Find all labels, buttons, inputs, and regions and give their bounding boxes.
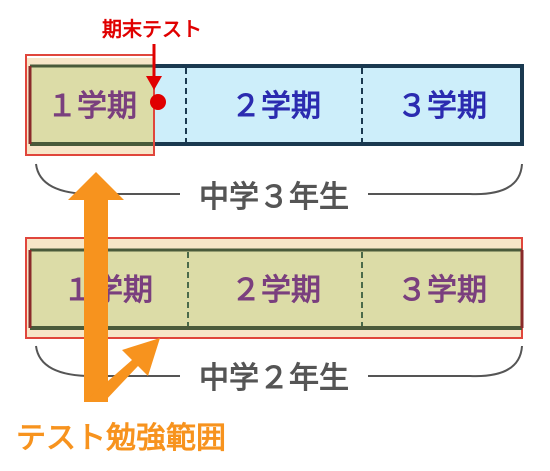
top-term-1-cell — [30, 66, 154, 144]
exam-pointer-arrowhead — [146, 76, 162, 90]
top-term-2-label: ２学期 — [231, 89, 321, 124]
top-term-2-cell — [154, 66, 362, 144]
top-frame — [154, 64, 524, 146]
exam-point-marker — [150, 94, 166, 110]
range-arrows — [68, 172, 160, 402]
top-term-1-label: １学期 — [47, 89, 137, 124]
arrow-up-to-third-year — [68, 172, 124, 402]
bottom-term-3-label: ３学期 — [397, 273, 487, 308]
bottom-timeline: １学期 ２学期 ３学期 — [25, 237, 524, 339]
test-range-label: テスト勉強範囲 — [16, 421, 226, 456]
top-grade-label: 中学３年生 — [199, 180, 349, 215]
bottom-term-band — [30, 250, 522, 328]
bottom-term-2-label: ２学期 — [231, 273, 321, 308]
top-timeline: １学期 ２学期 ３学期 期末テスト — [25, 17, 524, 156]
exam-label: 期末テスト — [102, 17, 202, 41]
top-term-3-label: ３学期 — [397, 89, 487, 124]
arrow-to-second-year — [84, 338, 160, 402]
bottom-grade-label: 中学２年生 — [199, 361, 349, 396]
top-term-3-cell — [362, 66, 522, 144]
